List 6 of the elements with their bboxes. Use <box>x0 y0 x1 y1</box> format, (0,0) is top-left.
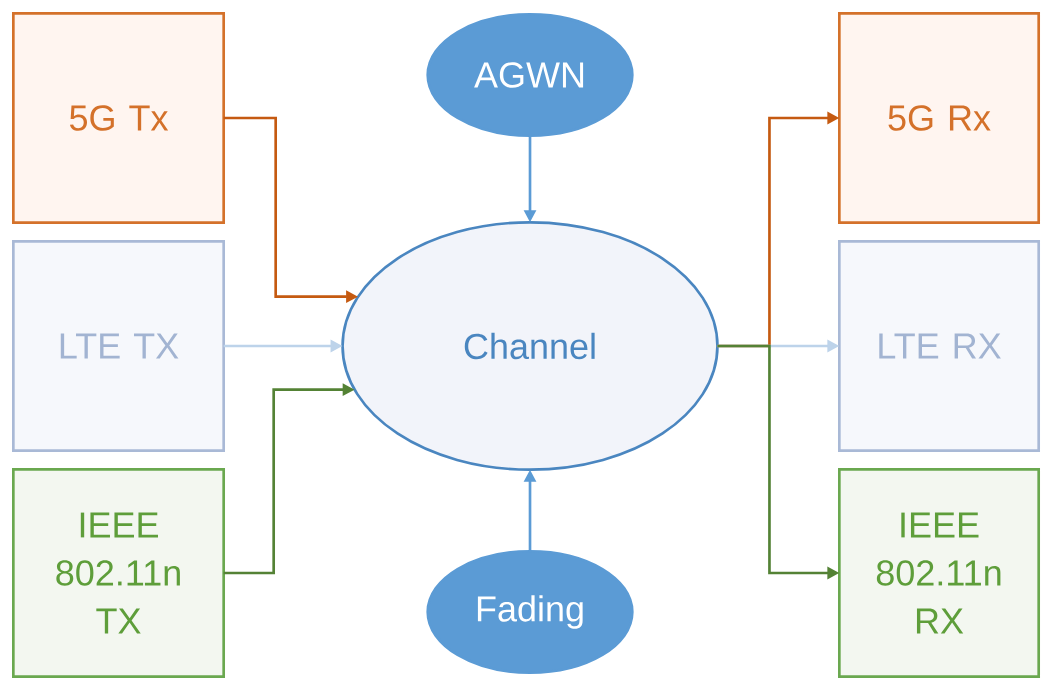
transmitter-box: LTE TX <box>12 240 225 452</box>
receiver-box: IEEE 802.11n RX <box>838 468 1041 678</box>
receiver-box: LTE RX <box>838 240 1041 452</box>
transmitter-box: 5G Tx <box>12 12 225 224</box>
transmitter-box: IEEE 802.11n TX <box>12 468 225 678</box>
receiver-box: 5G Rx <box>838 12 1041 224</box>
